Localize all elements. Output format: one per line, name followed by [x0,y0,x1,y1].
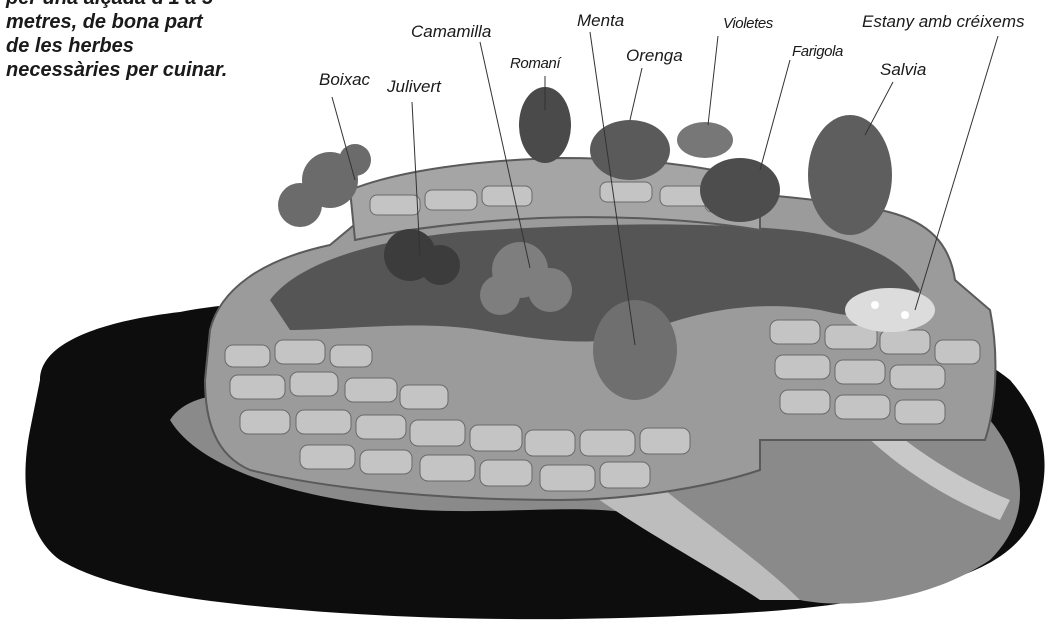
plant-farigola [700,158,780,222]
intro-line-2: metres, de bona part [6,10,227,34]
label-estany: Estany amb créixems [862,12,1025,32]
pond-cress [845,288,935,332]
plant-salvia [808,115,892,235]
intro-text: per una alçada d'1 a 5 metres, de bona p… [6,0,227,82]
plant-violetes [677,122,733,158]
plant-menta [593,300,677,400]
label-orenga: Orenga [626,46,683,66]
label-julivert: Julivert [387,77,441,97]
intro-line-4: necessàries per cuinar. [6,58,227,82]
label-menta: Menta [577,11,624,31]
label-salvia: Salvia [880,60,926,80]
label-boixac: Boixac [319,70,370,90]
label-romani: Romaní [510,54,560,74]
label-violetes: Violetes [723,14,773,34]
intro-line-1: per una alçada d'1 a 5 [6,0,227,10]
intro-line-3: de les herbes [6,34,227,58]
plant-orenga [590,120,670,180]
label-farigola: Farigola [792,42,843,62]
label-camamilla: Camamilla [411,22,491,42]
